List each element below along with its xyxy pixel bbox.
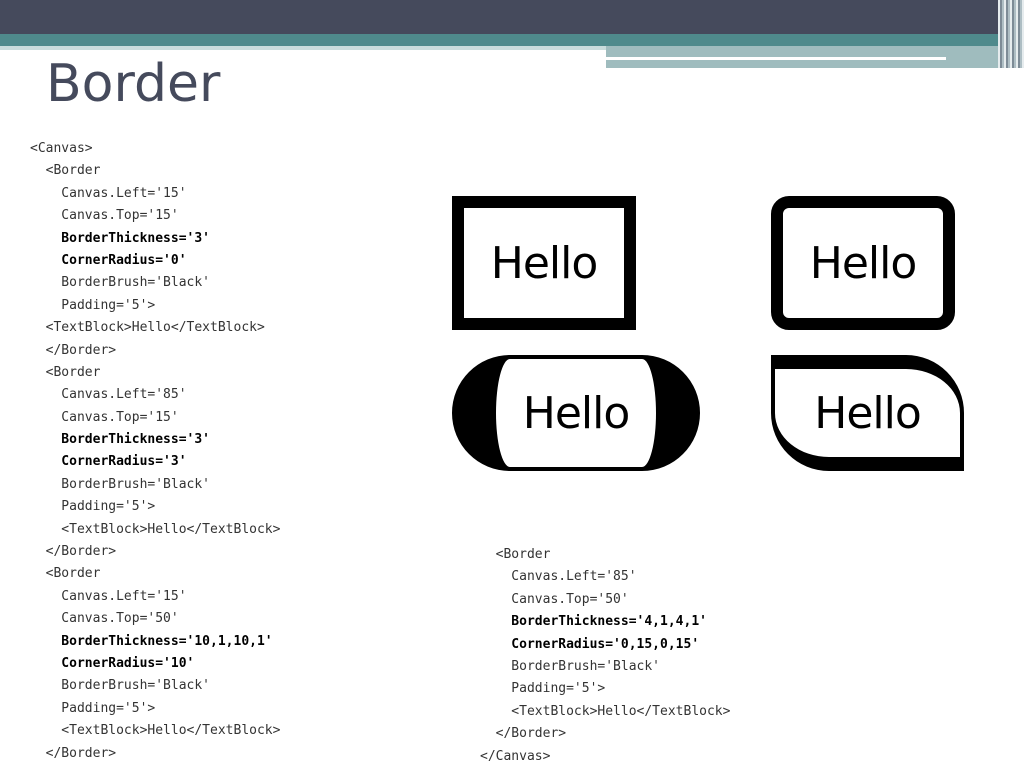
code-line: Canvas.Left='15' [30, 588, 187, 604]
code-line: Canvas.Left='85' [30, 387, 187, 403]
code-line: Canvas.Left='85' [480, 569, 637, 585]
code-line: BorderBrush='Black' [30, 678, 211, 694]
code-line: Canvas.Top='50' [30, 611, 179, 627]
code-block-right: <Border Canvas.Left='85' Canvas.Top='50'… [480, 544, 730, 768]
code-line: Padding='5'> [480, 681, 606, 697]
code-line: Padding='5'> [30, 700, 156, 716]
code-line: Canvas.Top='15' [30, 409, 179, 425]
header-accent-band [0, 34, 1024, 46]
code-line: <Canvas> [30, 141, 93, 156]
code-line: Padding='5'> [30, 297, 156, 313]
code-line: </Border> [30, 745, 117, 761]
code-line: Canvas.Left='15' [30, 185, 187, 201]
code-line: <Border [30, 163, 101, 179]
code-line: CornerRadius='0,15,0,15' [480, 636, 700, 652]
code-line: Canvas.Top='15' [30, 208, 179, 224]
header-stripes-decoration [998, 0, 1024, 68]
code-line: BorderThickness='3' [30, 230, 211, 246]
code-line: </Canvas> [480, 748, 551, 764]
code-line: Padding='5'> [30, 499, 156, 515]
code-line: <TextBlock>Hello</TextBlock> [30, 521, 281, 537]
code-line: CornerRadius='3' [30, 454, 187, 470]
code-line: </Border> [480, 726, 567, 742]
code-line: <Border [30, 566, 101, 582]
code-line: BorderBrush='Black' [30, 275, 211, 291]
code-line: <TextBlock>Hello</TextBlock> [30, 320, 265, 336]
code-line: <TextBlock>Hello</TextBlock> [30, 723, 281, 739]
code-line: Canvas.Top='50' [480, 591, 629, 607]
demo-hello-text: Hello [814, 387, 922, 439]
code-line: BorderBrush='Black' [30, 476, 211, 492]
code-line: BorderBrush='Black' [480, 658, 661, 674]
code-line: <TextBlock>Hello</TextBlock> [480, 703, 731, 719]
header-light-band [0, 46, 606, 50]
slide-title: Border [46, 54, 221, 114]
code-line: BorderThickness='4,1,4,1' [480, 614, 707, 630]
code-line: BorderThickness='3' [30, 432, 211, 448]
code-line: CornerRadius='0' [30, 252, 187, 268]
code-line: </Border> [30, 342, 117, 358]
demo-hello-text: Hello [522, 387, 631, 439]
header-bar [0, 0, 1024, 34]
demo-hello-text: Hello [809, 237, 918, 289]
header-right-line [606, 57, 946, 60]
code-line: BorderThickness='10,1,10,1' [30, 633, 273, 649]
demo-hello-text: Hello [490, 237, 599, 289]
border-demo-square: Hello [452, 196, 636, 330]
border-demo-pill: Hello [452, 355, 700, 471]
code-block-left: <Canvas> <Border Canvas.Left='15' Canvas… [30, 138, 280, 765]
code-line: CornerRadius='10' [30, 655, 195, 671]
code-line: <Border [30, 364, 101, 380]
code-line: </Border> [30, 544, 117, 560]
border-demo-rounded: Hello [771, 196, 955, 330]
border-demo-leaf: Hello [771, 355, 964, 471]
code-line: <Border [480, 547, 551, 562]
